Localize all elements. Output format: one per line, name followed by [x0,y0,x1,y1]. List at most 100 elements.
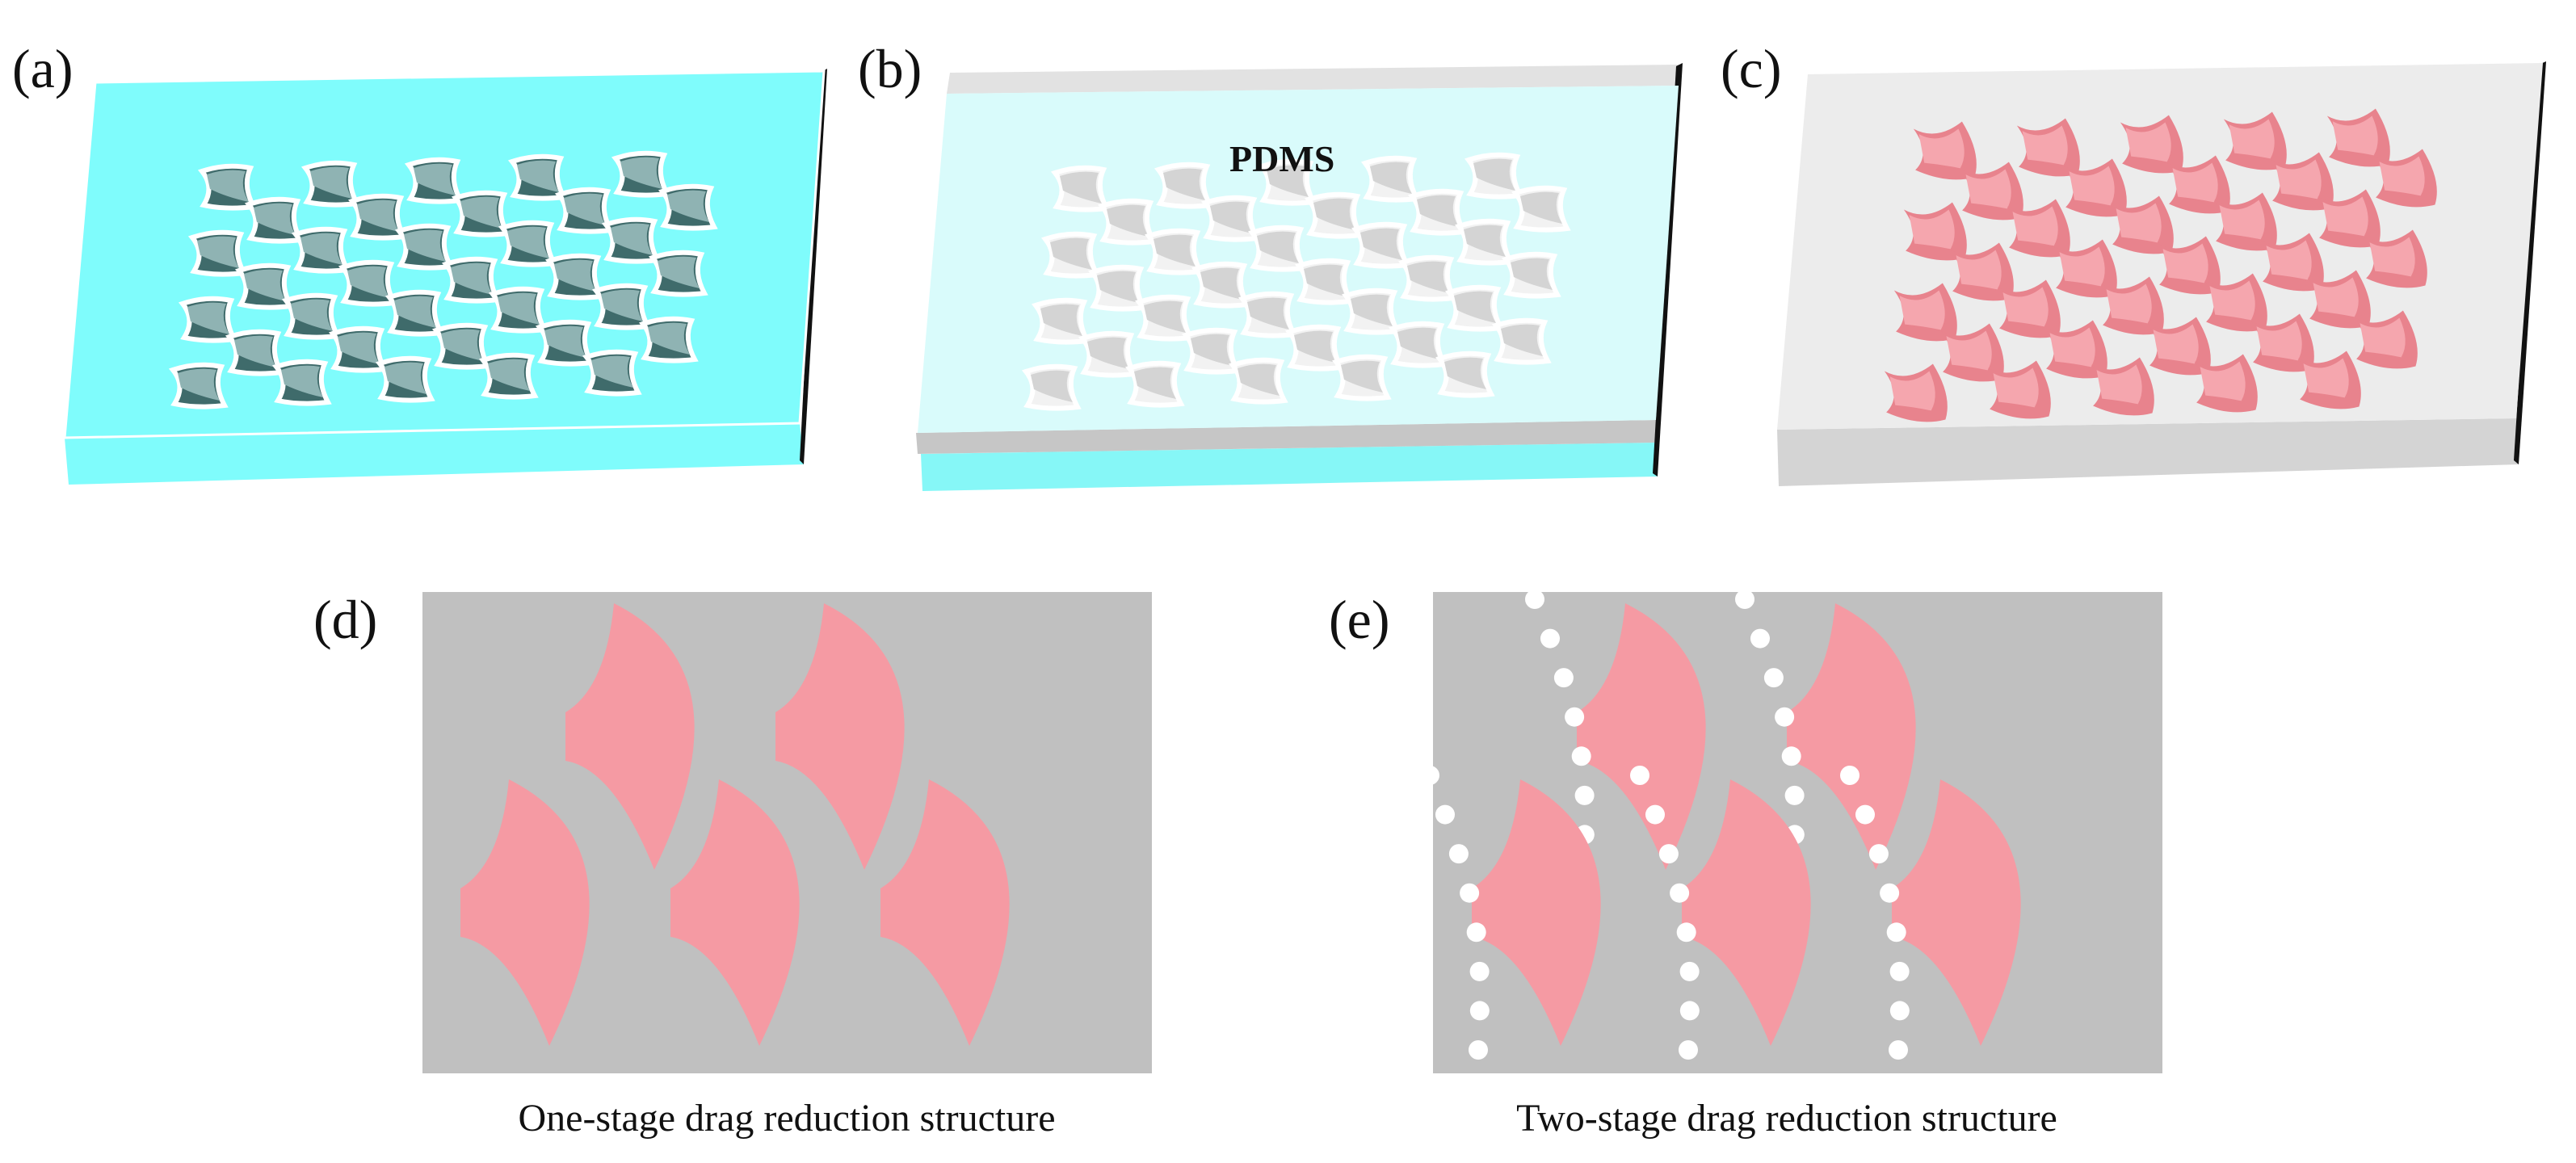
replica-cavity [1469,155,1520,197]
micro-dot [1448,844,1469,864]
cavity [512,157,564,199]
micro-dot [1435,804,1455,825]
fish-scale [775,603,905,870]
cavity [456,193,507,235]
replica-cavity [1459,221,1511,263]
panel-c-label: (c) [1721,38,1781,99]
mold-plate-front-face [65,423,804,485]
fish-scale [1472,779,1601,1046]
cavity [239,266,291,308]
micro-dot [1553,668,1574,688]
panel-c: (c) [1721,38,2546,486]
micro-dot [1571,746,1591,766]
fish-scale [460,779,590,1046]
replica-cavity [1129,363,1181,405]
replica-cavity [1149,231,1200,273]
replica-cavity [1299,261,1351,303]
replica-cavity [1205,198,1257,240]
micro-dot [1525,590,1544,609]
replica-cavity [1196,264,1247,306]
fish-scale [880,779,1010,1046]
replica-cavity [1346,291,1397,333]
micro-dot [1469,961,1490,981]
micro-dot [1889,1001,1910,1021]
substrate-right-edge [1653,63,1683,477]
scale-plan-view-with-dots [1420,590,2021,1060]
cavity [540,322,591,364]
micro-dot [1889,1040,1908,1060]
micro-dot [1469,1001,1490,1021]
micro-dot [1466,922,1486,943]
cavity [586,352,638,394]
micro-dot [1840,766,1860,785]
cavity [502,223,554,265]
micro-dot [1784,785,1805,805]
panel-d: (d) One-stage drag reduction structure [313,589,1152,1140]
cavity [483,355,535,397]
replica-cavity [1336,357,1388,399]
micro-dot [1750,628,1770,649]
cavity [653,253,704,295]
cavity [436,325,488,367]
micro-dot [1868,844,1889,864]
replica-cavity [1412,191,1464,233]
cavity [352,196,404,238]
micro-dot [1855,804,1875,825]
micro-dot [1540,628,1560,649]
cavity [643,319,695,361]
cavity [409,160,460,202]
cavity [342,262,394,304]
cavity [296,229,347,271]
micro-dot [1679,1001,1700,1021]
replica-cavity [1449,288,1501,330]
micro-dot [1658,844,1679,864]
micro-dot [1889,961,1910,981]
replica-cavity [1139,297,1191,339]
fish-scale [1787,603,1916,870]
cavity [559,190,611,232]
panel-b-label: (b) [858,38,922,99]
mold-layer-edge [921,443,1658,491]
fish-scale [1892,779,2021,1046]
panel-e: (e) Two-stage drag reduction structure [1329,589,2162,1140]
cavity [446,259,498,301]
micro-dot [1574,785,1595,805]
cavity [229,332,281,374]
panel-a: (a) [12,38,827,485]
panel-e-label: (e) [1329,589,1389,650]
substrate-front-strip [916,420,1656,454]
replica-cavity [1506,254,1557,296]
micro-dot [1469,1040,1488,1060]
panel-b: (b) PDMS [858,38,1683,491]
micro-dot [1670,883,1690,903]
cavity [173,365,225,407]
micro-dot [1679,1040,1698,1060]
cavity [606,220,658,262]
micro-dot [1676,922,1696,943]
replica-cavity [1158,165,1210,207]
micro-dot [1420,766,1439,785]
replica-cavity [1036,300,1087,342]
cavity [662,187,714,229]
micro-dot [1763,668,1784,688]
cavity [596,286,648,328]
panel-e-caption: Two-stage drag reduction structure [1516,1097,2057,1140]
cavity [183,299,234,341]
panel-d-caption: One-stage drag reduction structure [518,1097,1055,1140]
micro-dot [1880,883,1900,903]
fish-scale [1682,779,1811,1046]
panel-d-label: (d) [313,589,377,650]
replica-cavity [1365,158,1417,200]
replica-cavity [1233,360,1284,402]
replica-cavity [1102,201,1154,243]
micro-dot [1781,746,1801,766]
cavity [399,226,451,268]
cavity [333,329,385,371]
replica-cavity [1186,330,1238,372]
cavity [549,256,601,298]
substrate-right-edge-c [2514,61,2546,464]
micro-dot [1460,883,1480,903]
cavity [380,359,431,401]
cavity [249,199,300,241]
